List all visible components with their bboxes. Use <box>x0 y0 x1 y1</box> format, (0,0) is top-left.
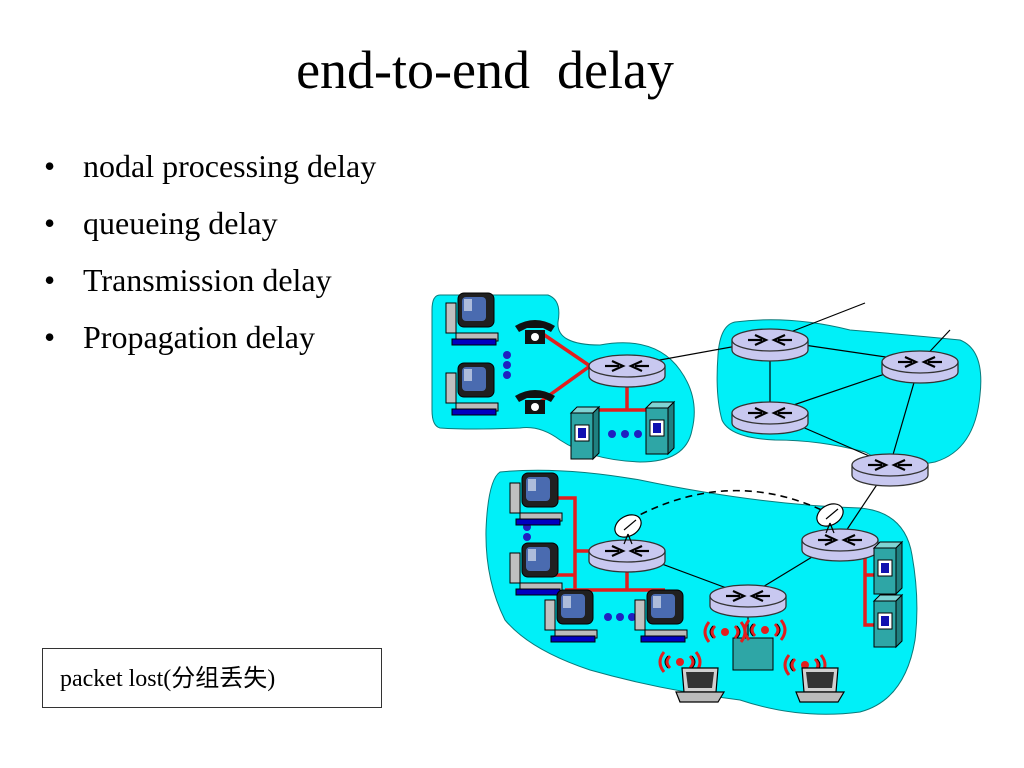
bullet-marker: • <box>44 262 56 298</box>
router-icon <box>880 349 960 385</box>
bullet-item: • queueing delay <box>42 195 376 252</box>
router-icon <box>730 327 810 363</box>
laptop-icon <box>795 667 845 703</box>
server-icon <box>873 594 903 648</box>
laptop-icon <box>675 667 725 703</box>
delay-types-list: •nodal processing delay •queueing delay … <box>42 138 376 366</box>
packet-lost-note: packet lost(分组丢失) <box>42 648 382 708</box>
bullet-item: • Transmission delay <box>42 252 376 309</box>
bullet-text: Transmission delay <box>83 262 332 298</box>
bullet-text: queueing delay <box>83 205 278 241</box>
bullet-text: nodal processing delay <box>83 148 377 184</box>
wireless-base-station-icon <box>732 637 774 671</box>
bullet-item: • nodal processing delay <box>42 138 376 195</box>
server-icon <box>873 541 903 595</box>
bullet-marker: • <box>44 205 56 241</box>
bullet-text: Propagation delay <box>83 319 315 355</box>
router-icon <box>730 400 810 436</box>
server-icon <box>570 406 600 460</box>
satellite-link <box>629 489 829 521</box>
bullet-item: • Propagation delay <box>42 309 376 366</box>
bullet-marker: • <box>44 319 56 355</box>
router-icon <box>587 353 667 389</box>
router-icon <box>800 527 880 563</box>
router-icon <box>587 538 667 574</box>
bullet-marker: • <box>44 148 56 184</box>
router-icon <box>850 452 930 488</box>
slide-title: end-to-end delay <box>296 40 674 100</box>
router-icon <box>708 583 788 619</box>
server-icon <box>645 401 675 455</box>
enterprise-network-cloud <box>485 469 918 715</box>
